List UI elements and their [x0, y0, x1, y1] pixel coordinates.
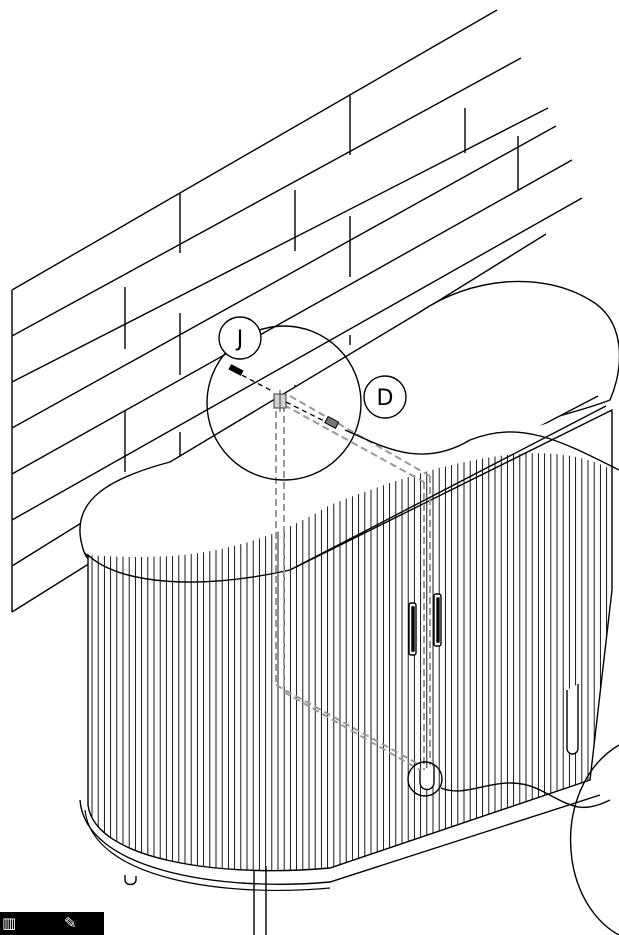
callout-j: J [218, 316, 262, 360]
toolbox-icon: ▥ [2, 914, 17, 932]
door-handles [408, 593, 442, 656]
cabinet-top [79, 280, 619, 587]
wall-bracket-icon [273, 390, 287, 412]
cabinet-legs [124, 684, 579, 935]
callout-d-label: D [377, 386, 394, 411]
callout-d: D [363, 375, 407, 419]
detail-circle-bottom [407, 744, 619, 935]
feather-icon: ✎ [64, 914, 77, 932]
callout-j-label: J [235, 327, 244, 352]
detail-circle-top [206, 325, 619, 481]
wall-anchor-icon [228, 364, 275, 393]
bottom-badge: ▥ ✎ [0, 912, 104, 935]
screw-icon [285, 401, 340, 430]
